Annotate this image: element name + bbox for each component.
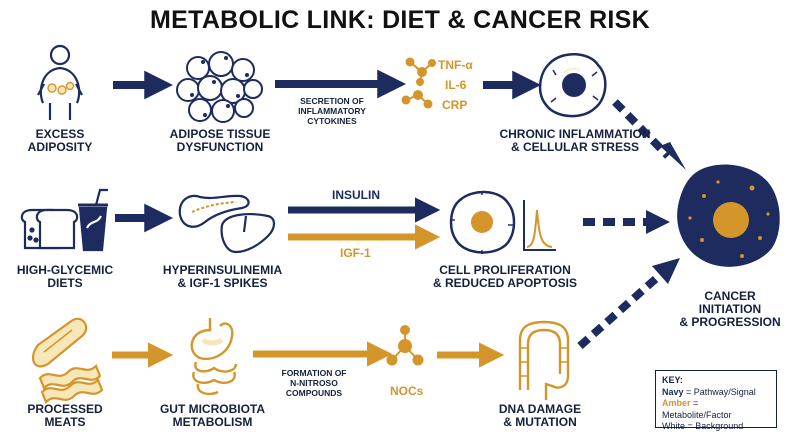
label-hyperinsulinemia: HYPERINSULINEMIA & IGF-1 SPIKES [155, 264, 290, 290]
label-line: PROCESSED [27, 402, 103, 416]
label-line: SECRETION OF [300, 96, 364, 106]
label-line: ADIPOSE TISSUE [169, 127, 271, 141]
label-line: CELL PROLIFERATION [439, 263, 571, 277]
label-high-glycemic-diets: HIGH-GLYCEMIC DIETS [10, 264, 120, 290]
label-line: HIGH-GLYCEMIC [16, 263, 114, 277]
label-line: DIETS [47, 276, 83, 290]
fat-cells-icon [176, 51, 263, 123]
label-igf: IGF-1 [340, 246, 371, 260]
key-white-line: White = Background [662, 421, 744, 431]
label-line: & MUTATION [503, 415, 577, 429]
label-line: INITIATION [698, 302, 762, 316]
label-gut-microbiota: GUT MICROBIOTA METABOLISM [150, 403, 275, 429]
page-title: METABOLIC LINK: DIET & CANCER RISK [150, 6, 650, 34]
label-chronic-inflammation: CHRONIC INFLAMMATION & CELLULAR STRESS [495, 128, 655, 154]
liver-icon [220, 213, 276, 254]
label-crp: CRP [442, 98, 468, 112]
spike-graph-icon [523, 200, 556, 251]
label-cell-proliferation: CELL PROLIFERATION & REDUCED APOPTOSIS [425, 264, 585, 290]
arrow-inflammation-to-cancer [612, 99, 686, 170]
arrow-dna-to-cancer [577, 258, 680, 349]
label-line: METABOLISM [172, 415, 253, 429]
label-excess-adiposity: EXCESS ADIPOSITY [10, 128, 110, 154]
label-line: CYTOKINES [307, 116, 357, 126]
label-secretion: SECRETION OF INFLAMMATORY CYTOKINES [282, 96, 382, 126]
label-line: GUT MICROBIOTA [159, 402, 266, 416]
label-line: & PROGRESSION [679, 315, 781, 329]
label-line: & IGF-1 SPIKES [177, 276, 268, 290]
bread-icon [20, 208, 79, 250]
label-line: FORMATION OF [281, 368, 347, 378]
label-tnf: TNF-α [438, 58, 473, 72]
label-line: MEATS [44, 415, 86, 429]
label-dna-damage: DNA DAMAGE & MUTATION [490, 403, 590, 429]
cancer-cell-icon [677, 164, 780, 267]
label-line: COMPOUNDS [285, 388, 343, 398]
label-cancer: CANCER INITIATION & PROGRESSION [675, 290, 785, 329]
dividing-cell-icon [449, 190, 516, 254]
label-insulin: INSULIN [332, 188, 380, 202]
label-line: EXCESS [35, 127, 85, 141]
label-line: & REDUCED APOPTOSIS [432, 276, 578, 290]
key-navy-line: Navy = Pathway/Signal [662, 386, 756, 397]
legend-key: KEY: Navy = Pathway/Signal Amber = Metab… [655, 370, 777, 431]
label-line: DNA DAMAGE [498, 402, 582, 416]
soda-cup-icon [78, 188, 108, 252]
stomach-intestine-icon [190, 318, 238, 396]
label-line: INFLAMMATORY [298, 106, 366, 116]
label-line: N-NITROSO [290, 378, 338, 388]
label-adipose-dysfunction: ADIPOSE TISSUE DYSFUNCTION [160, 128, 280, 154]
label-line: CANCER [704, 289, 756, 303]
arrow-proliferation-to-cancer [583, 210, 670, 234]
label-line: ADIPOSITY [27, 140, 93, 154]
key-heading: KEY: [662, 375, 683, 385]
person-icon [37, 44, 83, 120]
colon-icon [518, 320, 570, 400]
label-processed-meats: PROCESSED MEATS [15, 403, 115, 429]
label-formation: FORMATION OF N-NITROSO COMPOUNDS [264, 368, 364, 398]
label-line: & CELLULAR STRESS [510, 140, 639, 154]
inflamed-cell-icon [538, 53, 607, 118]
key-amber-line: Amber = Metabolite/Factor [662, 398, 732, 420]
label-il6: IL-6 [445, 78, 467, 92]
label-line: HYPERINSULINEMIA [162, 263, 283, 277]
label-nocs: NOCs [390, 384, 424, 398]
label-line: CHRONIC INFLAMMATION [499, 127, 651, 141]
molecule-icon [401, 57, 436, 109]
sausage-bacon-icon [31, 317, 104, 404]
label-line: DYSFUNCTION [176, 140, 264, 154]
noc-molecule-icon [386, 325, 424, 366]
pancreas-icon [178, 194, 250, 228]
